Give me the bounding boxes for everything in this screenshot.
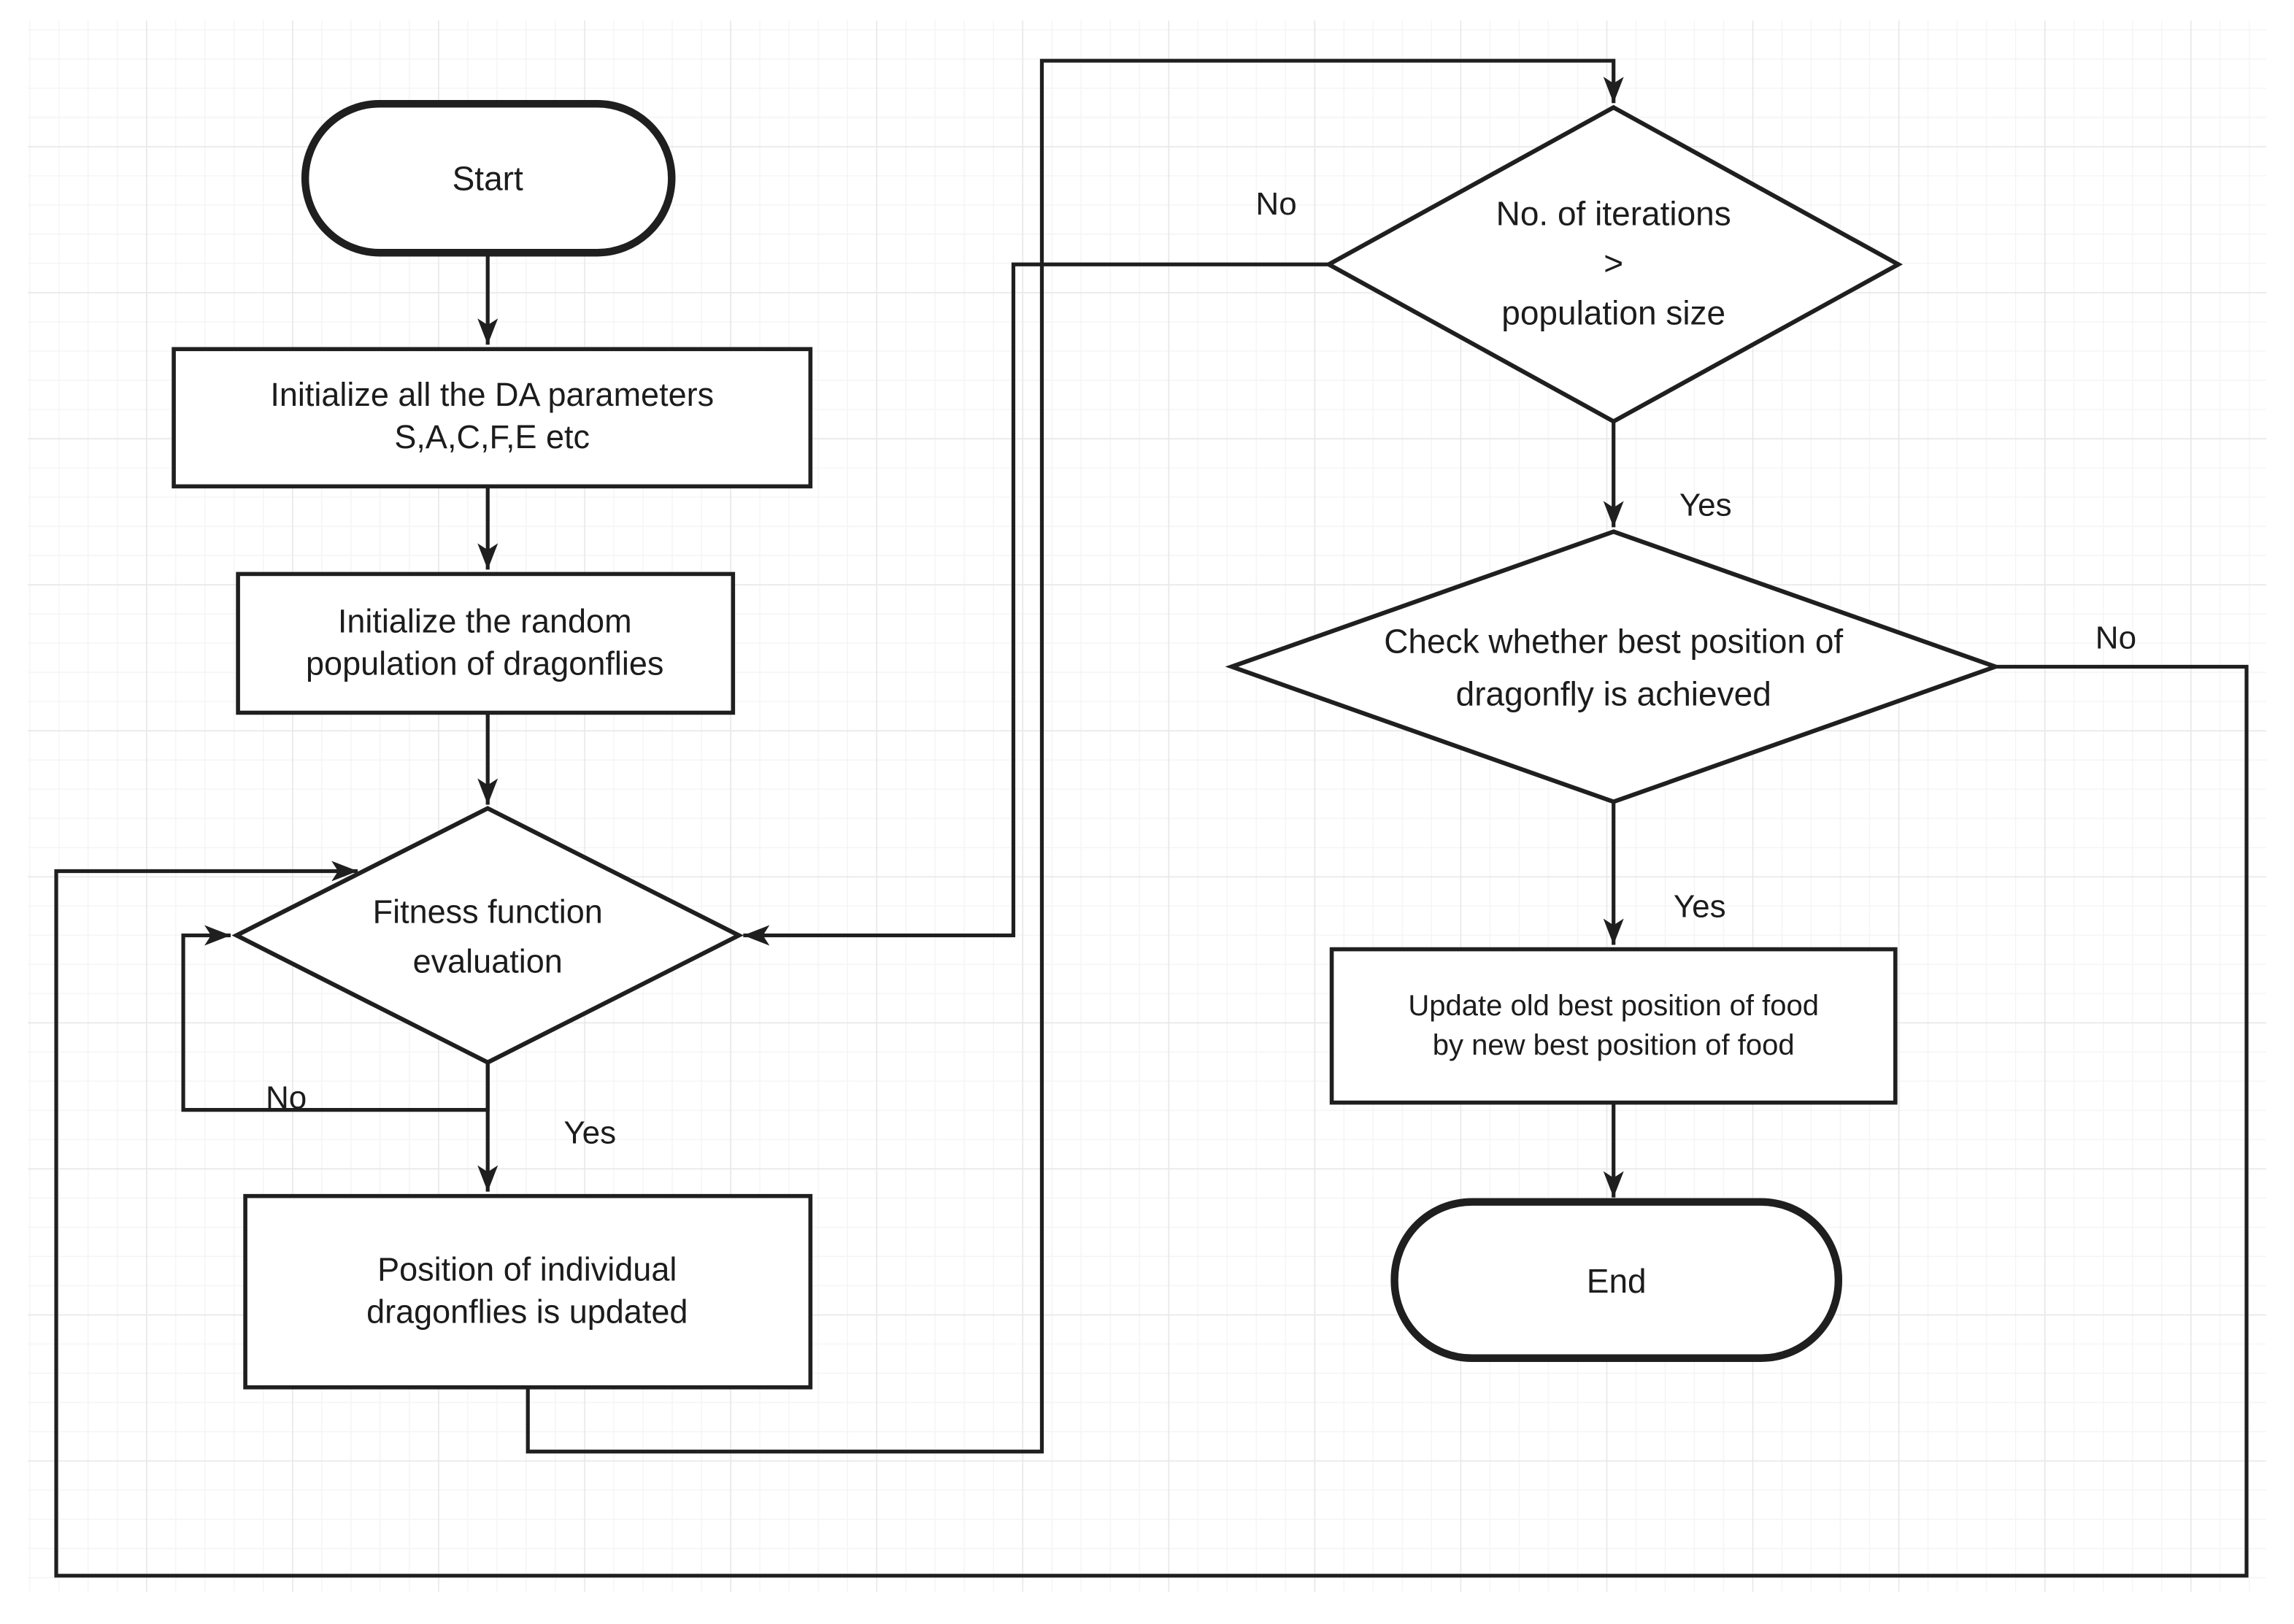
init-parameters-line2: S,A,C,F,E etc xyxy=(394,418,590,455)
best-position-line2: dragonfly is achieved xyxy=(1456,675,1771,713)
best-no-label: No xyxy=(2095,620,2136,655)
best-yes-label: Yes xyxy=(1674,889,1726,925)
best-position-decision-diamond: Check whether best position of dragonfly… xyxy=(1225,529,2002,804)
fitness-decision-diamond: Fitness function evaluation xyxy=(231,806,744,1065)
end-terminator: End xyxy=(1390,1198,1843,1362)
edge-iterations-no xyxy=(743,262,1329,946)
iterations-line2: > xyxy=(1604,244,1623,282)
iterations-decision-diamond: No. of iterations > population size xyxy=(1324,104,1904,424)
fitness-no-label: No xyxy=(266,1080,307,1116)
update-food-line2: by new best position of food xyxy=(1433,1029,1795,1061)
iterations-line1: No. of iterations xyxy=(1496,194,1731,232)
init-population-box: Initialize the random population of drag… xyxy=(236,572,736,715)
end-label: End xyxy=(1587,1262,1647,1300)
fitness-line2: evaluation xyxy=(413,942,563,980)
edge-labels: No Yes No Yes No Yes xyxy=(266,186,2136,1150)
iterations-no-label: No xyxy=(1255,186,1296,222)
position-update-line1: Position of individual xyxy=(377,1251,677,1288)
fitness-line1: Fitness function xyxy=(373,893,603,930)
update-food-line1: Update old best position of food xyxy=(1408,990,1819,1022)
edges xyxy=(54,58,2249,1578)
position-update-box: Position of individual dragonflies is up… xyxy=(243,1193,813,1390)
start-terminator: Start xyxy=(301,99,676,257)
start-label: Start xyxy=(453,159,523,197)
update-food-box: Update old best position of food by new … xyxy=(1329,947,1898,1105)
init-parameters-line1: Initialize all the DA parameters xyxy=(270,376,714,413)
iterations-yes-label: Yes xyxy=(1679,487,1732,523)
fitness-yes-label: Yes xyxy=(563,1115,616,1151)
init-parameters-box: Initialize all the DA parameters S,A,C,F… xyxy=(172,347,813,489)
init-population-line1: Initialize the random xyxy=(338,602,632,639)
iterations-line3: population size xyxy=(1501,293,1725,331)
edge-position-update-to-iterations xyxy=(526,58,1624,1454)
best-position-line1: Check whether best position of xyxy=(1384,623,1843,661)
edge-best-no-loop xyxy=(54,664,2249,1578)
init-population-line2: population of dragonflies xyxy=(306,644,663,682)
position-update-line2: dragonflies is updated xyxy=(366,1293,688,1331)
